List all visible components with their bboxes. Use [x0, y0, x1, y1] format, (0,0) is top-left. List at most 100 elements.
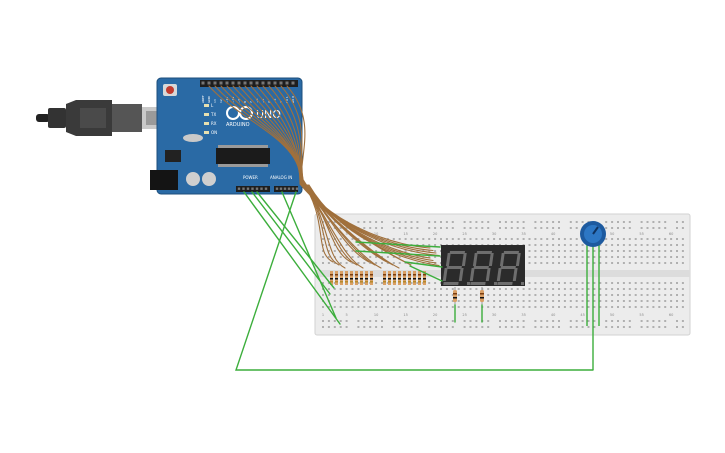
jumper-wire[interactable]: [232, 85, 301, 181]
column-number: 55: [639, 313, 643, 317]
resistor[interactable]: [480, 290, 484, 302]
power-pin[interactable]: [255, 187, 259, 190]
power-pin[interactable]: [237, 187, 241, 190]
jumper-wire[interactable]: [409, 265, 443, 282]
jumper-wire[interactable]: [280, 85, 303, 185]
digital-pin-label: 4: [267, 101, 271, 103]
column-number: 5: [345, 232, 347, 236]
jumper-wire[interactable]: [281, 191, 337, 319]
digital-pin[interactable]: [255, 81, 259, 85]
digital-pin[interactable]: [291, 81, 295, 85]
column-number: 10: [374, 313, 378, 317]
analog-pin[interactable]: [295, 187, 299, 190]
jumper-wire[interactable]: [274, 85, 304, 185]
seven-segment-display[interactable]: [441, 245, 525, 286]
column-number: 30: [492, 232, 496, 236]
power-pin[interactable]: [246, 187, 250, 190]
resistor[interactable]: [453, 290, 457, 302]
jumper-wire[interactable]: [251, 191, 331, 295]
digital-pin[interactable]: [213, 81, 217, 85]
board-brand: ARDUINO: [226, 122, 250, 128]
column-number: 50: [610, 313, 614, 317]
power-pin[interactable]: [242, 187, 245, 190]
digital-pin[interactable]: [201, 81, 205, 85]
power-pin[interactable]: [251, 187, 254, 190]
power-header-label: POWER: [243, 175, 258, 180]
digital-pin-label: AREF: [201, 95, 205, 103]
column-number: 30: [492, 313, 496, 317]
column-number: 60: [669, 232, 673, 236]
capacitor: [202, 172, 216, 186]
digital-pin-label: ~11: [225, 97, 229, 103]
indicator-label: L: [211, 103, 214, 108]
jumper-wire[interactable]: [355, 241, 441, 248]
indicator-label: RX: [211, 121, 217, 126]
capacitor: [186, 172, 200, 186]
resistor-array[interactable]: [330, 271, 484, 308]
jumper-wire[interactable]: [355, 250, 441, 257]
column-number: 5: [345, 313, 347, 317]
indicator-label: TX: [210, 112, 216, 117]
digital-pin[interactable]: [207, 81, 211, 85]
digital-pin-label: 7: [249, 101, 253, 103]
column-number: 15: [403, 313, 407, 317]
indicator-led: [204, 104, 209, 107]
digital-pin[interactable]: [237, 81, 241, 85]
jumper-wire[interactable]: [256, 191, 335, 289]
indicator-led: [204, 122, 209, 125]
digital-pin[interactable]: [243, 81, 247, 85]
column-number: 40: [551, 313, 555, 317]
analog-pin[interactable]: [291, 187, 295, 190]
analog-pin[interactable]: [279, 187, 283, 190]
power-jack[interactable]: [150, 170, 178, 190]
digital-pin-label: ~6: [255, 98, 259, 103]
column-number: 25: [462, 313, 466, 317]
digital-pin[interactable]: [249, 81, 253, 85]
digital-pin-label: TX 1: [285, 96, 289, 104]
analog-pin[interactable]: [275, 187, 279, 190]
analog-pin[interactable]: [287, 187, 291, 190]
power-pin[interactable]: [260, 187, 263, 190]
atmega-chip: [216, 145, 270, 167]
digital-pin-label: 8: [243, 101, 247, 103]
column-number: 35: [521, 313, 525, 317]
column-number: 25: [462, 232, 466, 236]
column-number: 40: [551, 232, 555, 236]
column-number: 60: [669, 313, 673, 317]
analog-pin[interactable]: [283, 187, 287, 190]
jumper-wire[interactable]: [286, 85, 306, 186]
jumper-wire[interactable]: [235, 191, 594, 371]
digital-pin-label: ~9: [237, 98, 241, 103]
indicator-led: [204, 131, 209, 134]
indicator-label: ON: [211, 130, 217, 135]
digital-pin[interactable]: [219, 81, 223, 85]
jumper-wire[interactable]: [243, 191, 341, 325]
digital-pin-label: 13: [213, 99, 217, 103]
digital-pin[interactable]: [225, 81, 229, 85]
digital-pin-label: GND: [207, 95, 211, 103]
potentiometer-icon[interactable]: [580, 221, 606, 370]
digital-pin[interactable]: [279, 81, 283, 85]
digital-pin[interactable]: [231, 81, 235, 85]
jumper-wire[interactable]: [256, 85, 301, 183]
digital-pin[interactable]: [267, 81, 271, 85]
display-digit: [496, 251, 524, 285]
jumper-wire[interactable]: [404, 261, 443, 268]
digital-pin[interactable]: [261, 81, 265, 85]
column-number: 45: [580, 313, 584, 317]
crystal-oscillator: [183, 134, 203, 142]
indicator-leds: L TX RX ON: [204, 103, 217, 135]
column-number: 15: [403, 232, 407, 236]
digital-pin[interactable]: [285, 81, 289, 85]
power-pin[interactable]: [264, 187, 268, 190]
column-number: 1: [322, 313, 324, 317]
column-number: 35: [521, 232, 525, 236]
digital-header: [200, 80, 298, 87]
digital-pin-label: ~10: [231, 97, 235, 103]
digital-pin[interactable]: [273, 81, 277, 85]
usb-cable-icon[interactable]: [36, 100, 164, 136]
column-number: 20: [433, 232, 437, 236]
digital-pin-label: RX 0: [291, 96, 295, 103]
